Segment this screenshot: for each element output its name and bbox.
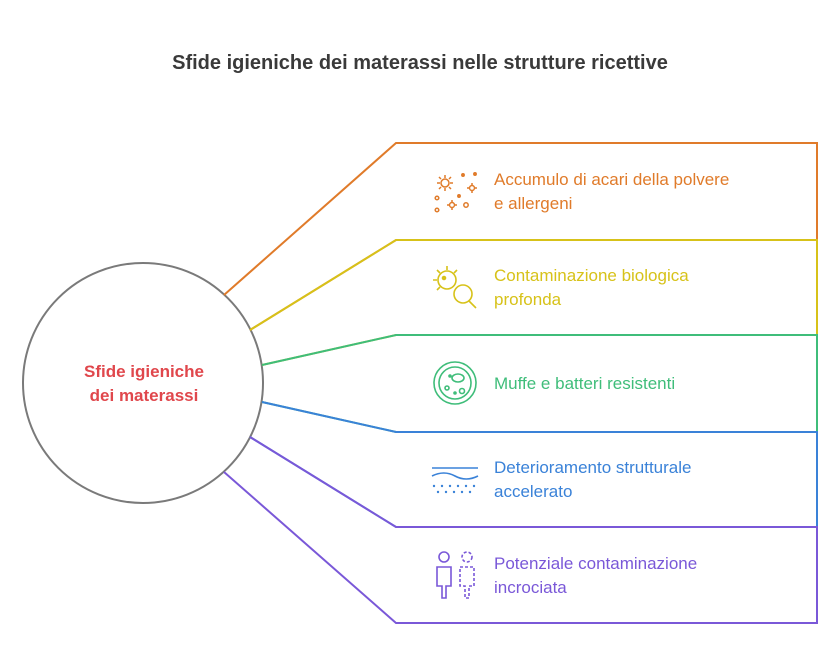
item-label-biological-contamination: Contaminazione biologica profonda bbox=[494, 264, 794, 312]
person-transfer-icon bbox=[436, 551, 475, 599]
item-label-cross-contamination: Potenziale contaminazione incrociata bbox=[494, 552, 794, 600]
band-5-outline bbox=[223, 436, 818, 624]
item-1-line2: e allergeni bbox=[494, 194, 573, 213]
diagram-title: Sfide igieniche dei materassi nelle stru… bbox=[172, 52, 668, 74]
item-label-dust-mites: Accumulo di acari della polvere e allerg… bbox=[494, 168, 794, 216]
item-4-line1: Deterioramento strutturale bbox=[494, 458, 692, 477]
center-label: Sfide igieniche dei materassi bbox=[44, 360, 244, 408]
dust-mites-icon bbox=[434, 172, 477, 213]
item-2-line1: Contaminazione biologica bbox=[494, 266, 689, 285]
petri-dish-icon bbox=[433, 361, 477, 405]
center-label-line2: dei materassi bbox=[89, 386, 199, 405]
item-label-structural-deterioration: Deterioramento strutturale accelerato bbox=[494, 456, 794, 504]
center-circle bbox=[22, 262, 264, 504]
item-label-mold-bacteria: Muffe e batteri resistenti bbox=[494, 372, 794, 396]
item-1-line1: Accumulo di acari della polvere bbox=[494, 170, 730, 189]
germ-search-icon bbox=[433, 266, 477, 309]
item-5-line1: Potenziale contaminazione bbox=[494, 554, 698, 573]
wear-layer-icon bbox=[431, 467, 479, 494]
item-3-line1: Muffe e batteri resistenti bbox=[494, 374, 676, 393]
center-label-line1: Sfide igieniche bbox=[84, 362, 204, 381]
item-5-line2: incrociata bbox=[494, 578, 567, 597]
item-4-line2: accelerato bbox=[494, 482, 573, 501]
item-2-line2: profonda bbox=[494, 290, 562, 309]
